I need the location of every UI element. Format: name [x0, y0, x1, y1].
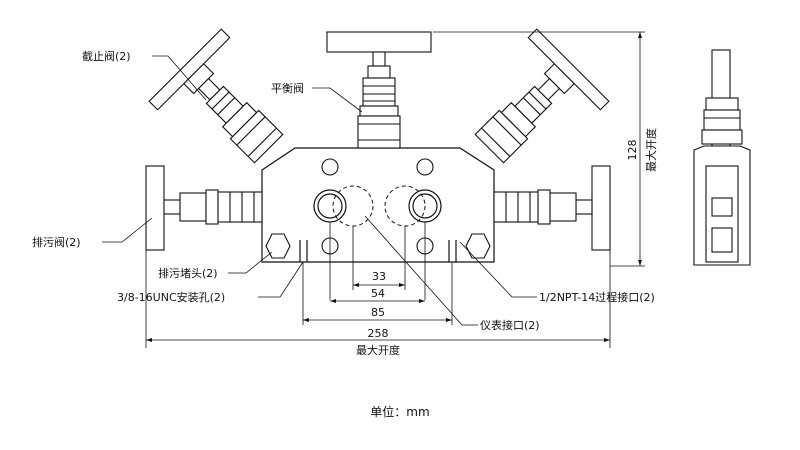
dimension-values: 33 54 85 258 最大开度 128 最大开度	[356, 128, 658, 357]
left-drain-valve	[145, 165, 263, 251]
labels: 截止阀(2) 平衡阀 排污阀(2) 排污堵头(2) 3/8-16UNC安装孔(2…	[32, 49, 655, 332]
label-balance-valve: 平衡阀	[271, 81, 304, 95]
left-shutoff-valve	[148, 28, 284, 164]
balance-valve	[326, 31, 432, 149]
manifold-body	[261, 147, 495, 263]
right-drain-valve	[493, 165, 611, 251]
dimension-arrows	[146, 32, 642, 342]
dim-33: 33	[372, 270, 386, 283]
dim-54: 54	[371, 287, 385, 300]
dimension-lines	[145, 31, 645, 348]
unit-note: 单位：mm	[370, 404, 429, 419]
label-drain-valve: 排污阀(2)	[32, 235, 81, 249]
label-process-port: 1/2NPT-14过程接口(2)	[539, 291, 655, 304]
label-shutoff-valve: 截止阀(2)	[82, 49, 131, 63]
dim-258: 258	[368, 327, 389, 340]
dim-128: 128	[626, 140, 639, 161]
max-open-bottom: 最大开度	[356, 343, 400, 357]
label-mount-hole: 3/8-16UNC安装孔(2)	[117, 290, 225, 304]
max-open-side: 最大开度	[644, 128, 658, 172]
label-drain-plug: 排污堵头(2)	[158, 266, 218, 280]
dim-85: 85	[371, 306, 385, 319]
right-shutoff-valve	[474, 28, 610, 164]
side-view	[693, 49, 751, 266]
leader-lines	[102, 55, 537, 326]
label-instrument-port: 仪表接口(2)	[480, 318, 540, 332]
